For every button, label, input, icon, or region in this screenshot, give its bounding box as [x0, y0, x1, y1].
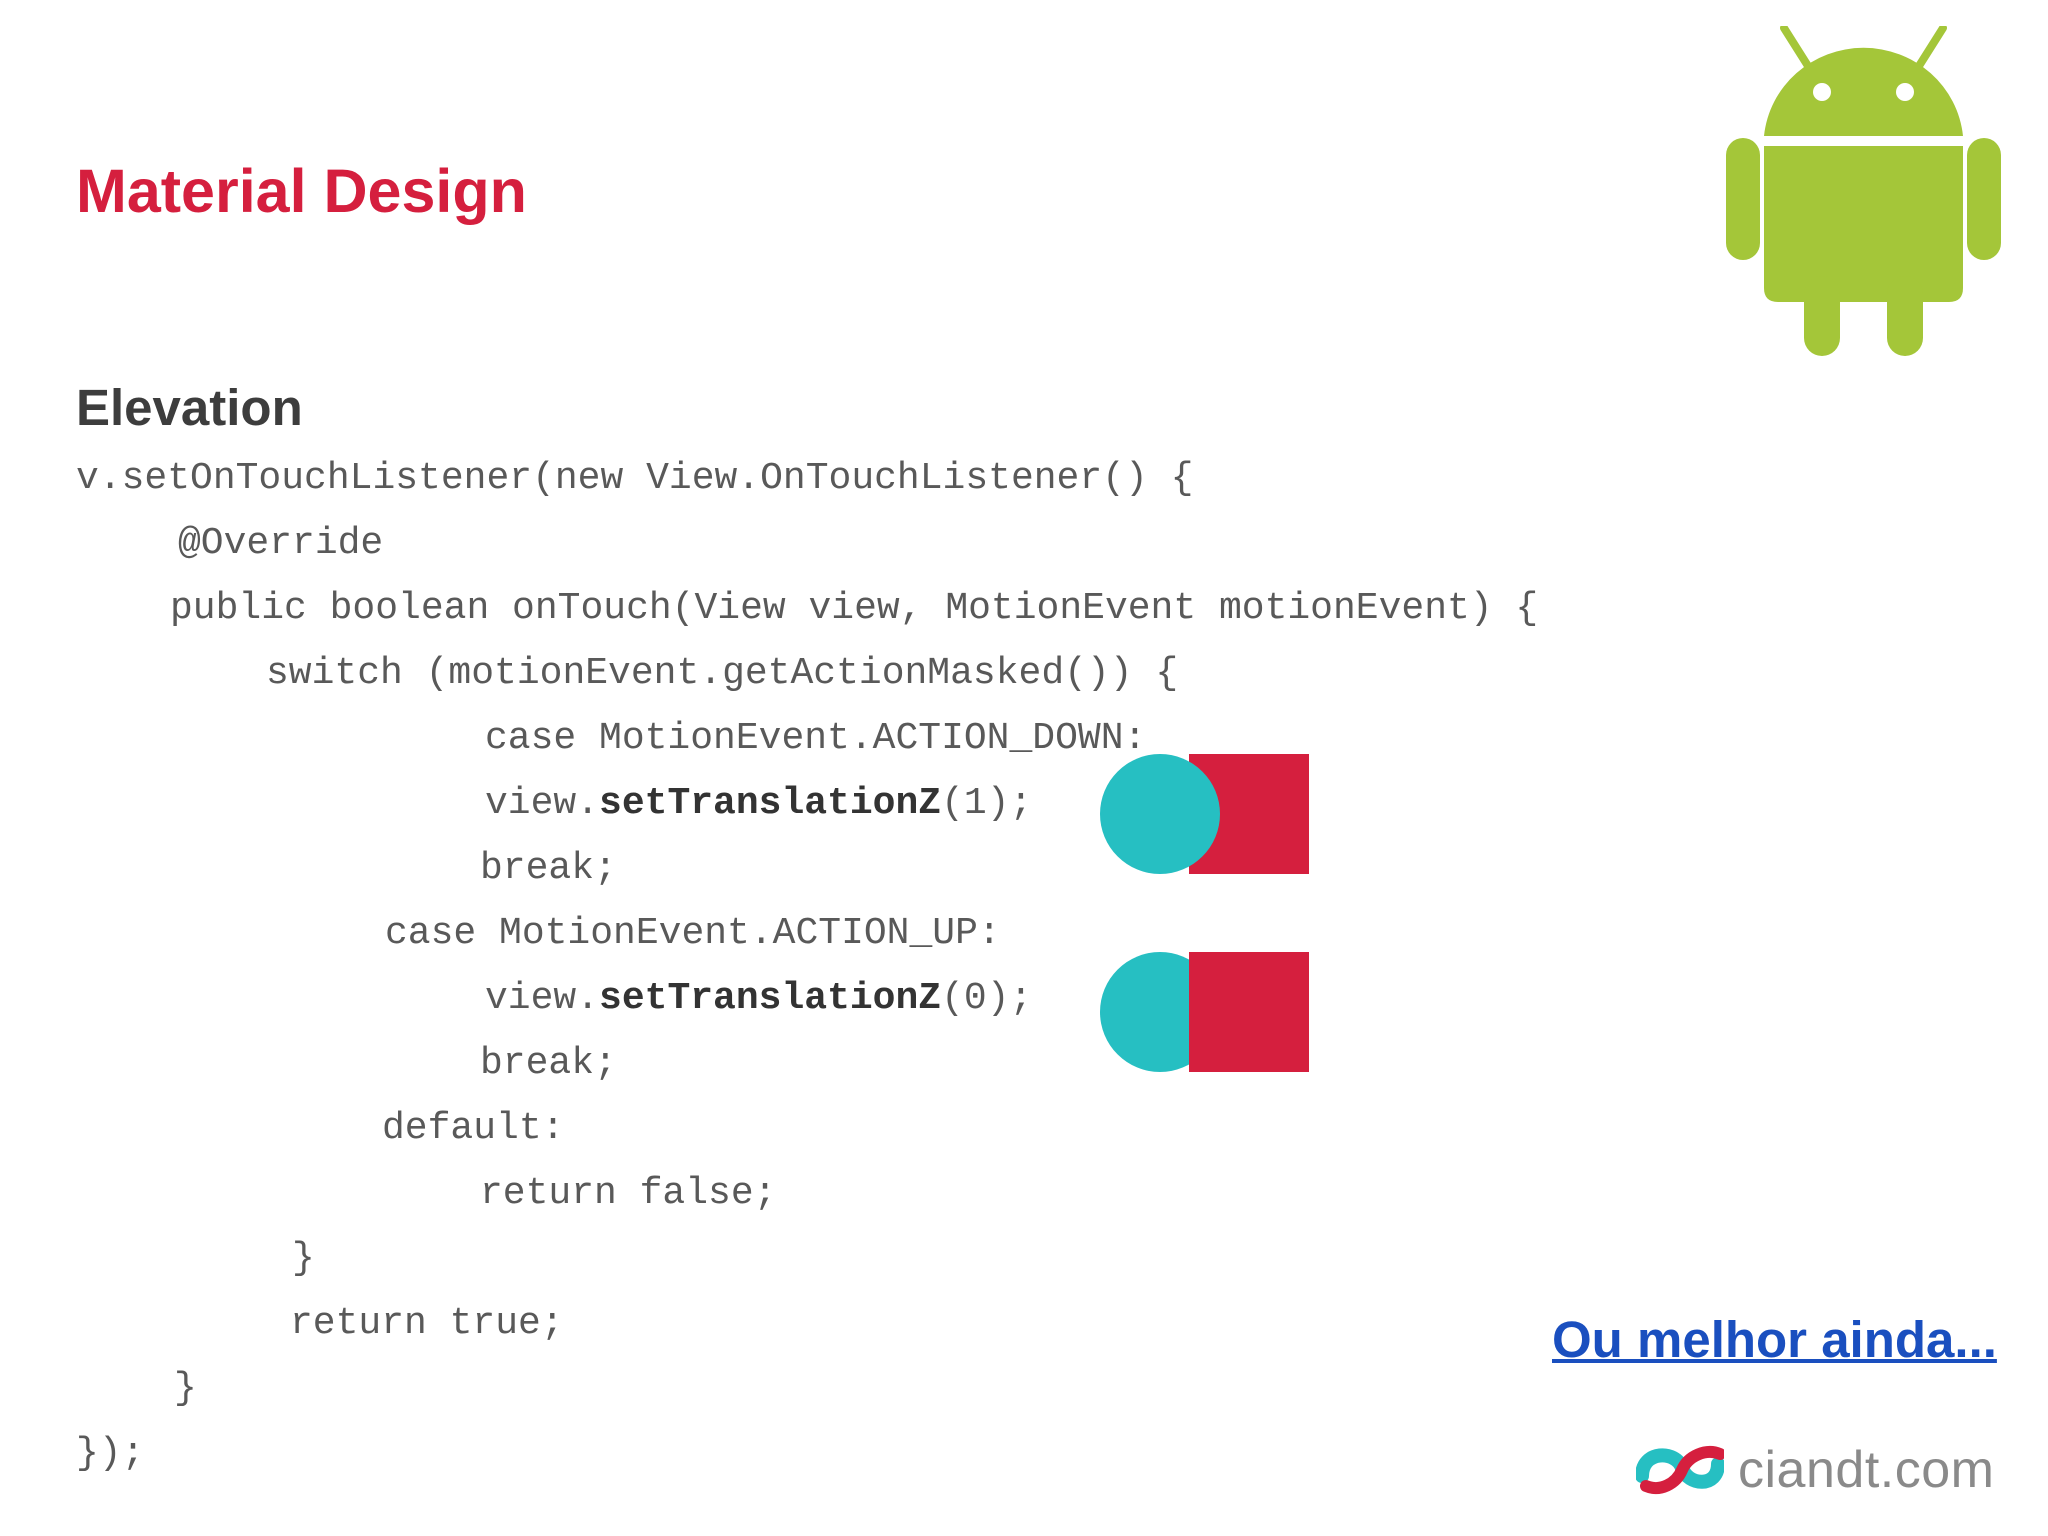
- code-line: view.setTranslationZ(0);: [485, 980, 1032, 1018]
- android-robot-icon: [1726, 26, 2001, 356]
- code-line: case MotionEvent.ACTION_DOWN:: [485, 717, 1147, 760]
- code-line: }: [174, 1367, 197, 1410]
- code-line: @Override: [178, 522, 384, 565]
- code-line: public boolean onTouch(View view, Motion…: [170, 587, 1539, 630]
- brand-footer: ciandt.com: [1636, 1440, 1994, 1500]
- code-text: (1);: [941, 782, 1033, 825]
- code-line: break;: [480, 1042, 617, 1085]
- code-line: return false;: [480, 1172, 777, 1215]
- code-line: view.setTranslationZ(1);: [485, 785, 1032, 823]
- elevation-demo-raised: [1100, 754, 1310, 874]
- code-text: (0);: [941, 977, 1033, 1020]
- code-text: view.: [485, 977, 600, 1020]
- code-method: setTranslationZ: [599, 782, 942, 825]
- ciandt-logo-icon: [1636, 1446, 1724, 1494]
- section-heading: Elevation: [76, 379, 303, 436]
- code-line: return true;: [290, 1302, 564, 1345]
- brand-text: ciandt.com: [1738, 1441, 1995, 1499]
- code-line: }: [292, 1237, 315, 1280]
- teal-circle-shape: [1100, 754, 1220, 874]
- code-line: break;: [480, 847, 617, 890]
- next-slide-link[interactable]: Ou melhor ainda...: [1552, 1311, 1997, 1368]
- code-line: case MotionEvent.ACTION_UP:: [385, 912, 1001, 955]
- slide-title: Material Design: [76, 157, 527, 225]
- code-line: v.setOnTouchListener(new View.OnTouchLis…: [76, 457, 1194, 500]
- elevation-demo-resting: [1100, 952, 1310, 1072]
- code-line: });: [76, 1432, 145, 1475]
- code-text: view.: [485, 782, 600, 825]
- code-method: setTranslationZ: [599, 977, 942, 1020]
- red-square-shape: [1189, 952, 1309, 1072]
- code-line: switch (motionEvent.getActionMasked()) {: [266, 652, 1179, 695]
- code-line: default:: [382, 1107, 565, 1150]
